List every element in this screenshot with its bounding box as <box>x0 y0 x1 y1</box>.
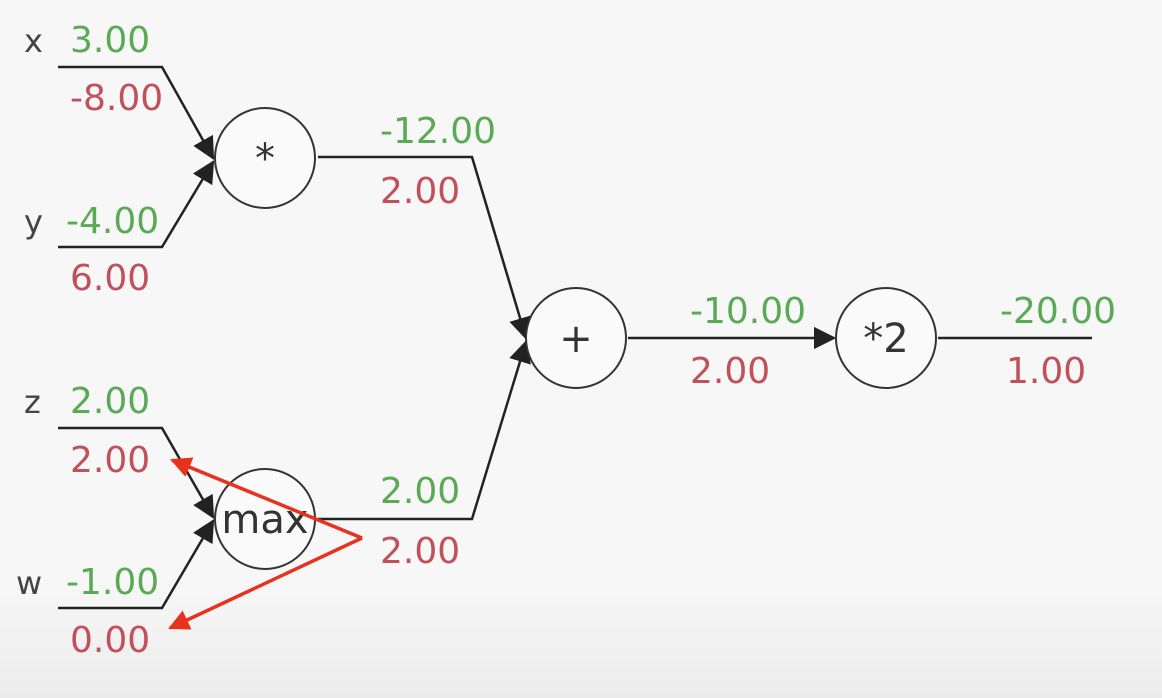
max-output-value: 2.00 <box>380 471 460 512</box>
node-scale-label: *2 <box>863 316 908 362</box>
wire-y-to-mul <box>58 160 215 249</box>
wire-x-to-mul <box>58 65 215 160</box>
add-output-value: -10.00 <box>690 291 806 332</box>
annotation-arrow-to-z-grad <box>170 457 363 540</box>
wire-z-to-max <box>58 426 215 519</box>
input-w-value: -1.00 <box>66 562 159 603</box>
input-z-grad: 2.00 <box>70 440 150 481</box>
input-x-value: 3.00 <box>70 20 150 61</box>
scale-output-grad: 1.00 <box>1006 351 1086 392</box>
input-z-name: z <box>24 383 41 421</box>
input-y-name: y <box>24 203 43 241</box>
max-output-grad: 2.00 <box>380 531 460 572</box>
annotation-arrow-to-w-grad <box>168 536 363 630</box>
input-w-grad: 0.00 <box>70 620 150 661</box>
input-y-value: -4.00 <box>66 201 159 242</box>
node-max: max <box>214 468 316 570</box>
input-z-value: 2.00 <box>70 381 150 422</box>
node-add-label: + <box>559 316 593 362</box>
input-y-grad: 6.00 <box>70 258 150 299</box>
input-x-name: x <box>24 22 43 60</box>
input-x-grad: -8.00 <box>70 78 163 119</box>
wire-max-to-add <box>318 339 531 521</box>
background-fade <box>0 580 1162 698</box>
wire-mul-to-add <box>318 155 531 341</box>
wire-w-to-max <box>58 519 215 610</box>
node-mul: * <box>214 107 316 209</box>
scale-output-value: -20.00 <box>1000 291 1116 332</box>
node-mul-label: * <box>255 136 275 182</box>
add-output-grad: 2.00 <box>690 351 770 392</box>
mul-output-value: -12.00 <box>380 111 496 152</box>
mul-output-grad: 2.00 <box>380 171 460 212</box>
input-w-name: w <box>16 564 42 602</box>
node-max-label: max <box>221 497 308 543</box>
node-add: + <box>525 287 627 389</box>
node-scale: *2 <box>835 287 937 389</box>
